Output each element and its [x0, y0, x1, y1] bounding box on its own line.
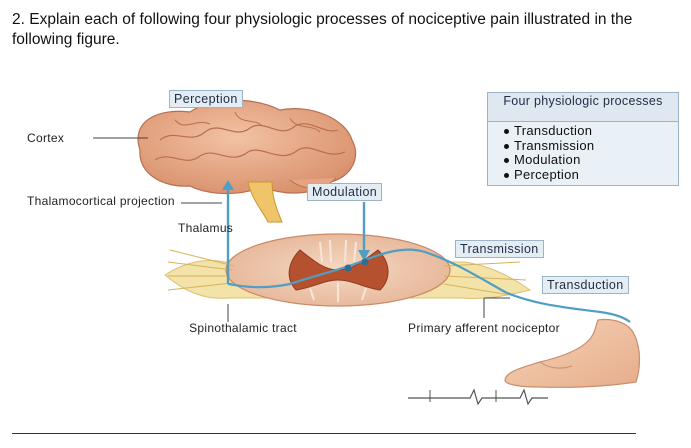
label-thalamus: Thalamus [178, 221, 234, 235]
transmission-box: Transmission [455, 240, 544, 258]
process-item: Transmission [488, 138, 678, 154]
label-primary-afferent-nociceptor: Primary afferent nociceptor [408, 321, 560, 335]
transduction-box: Transduction [542, 276, 629, 294]
label-spinothalamic-tract: Spinothalamic tract [189, 321, 297, 335]
foot-drawing [408, 318, 641, 406]
four-processes-list: Transduction Transmission Modulation Per… [488, 122, 678, 182]
four-processes-box: Four physiologic processes Transduction … [487, 92, 679, 186]
question-text: 2. Explain each of following four physio… [12, 11, 633, 48]
answer-line [12, 433, 636, 434]
process-item: Modulation [488, 152, 678, 168]
process-item: Perception [488, 167, 678, 183]
modulation-box: Modulation [307, 183, 383, 201]
label-leader-lines [93, 137, 510, 322]
label-thalamocortical-projection: Thalamocortical projection [27, 194, 175, 208]
label-cortex: Cortex [27, 131, 65, 145]
process-item: Transduction [488, 123, 678, 139]
four-processes-title: Four physiologic processes [488, 93, 678, 122]
perception-box: Perception [169, 90, 243, 108]
pathway-lines [222, 180, 631, 323]
